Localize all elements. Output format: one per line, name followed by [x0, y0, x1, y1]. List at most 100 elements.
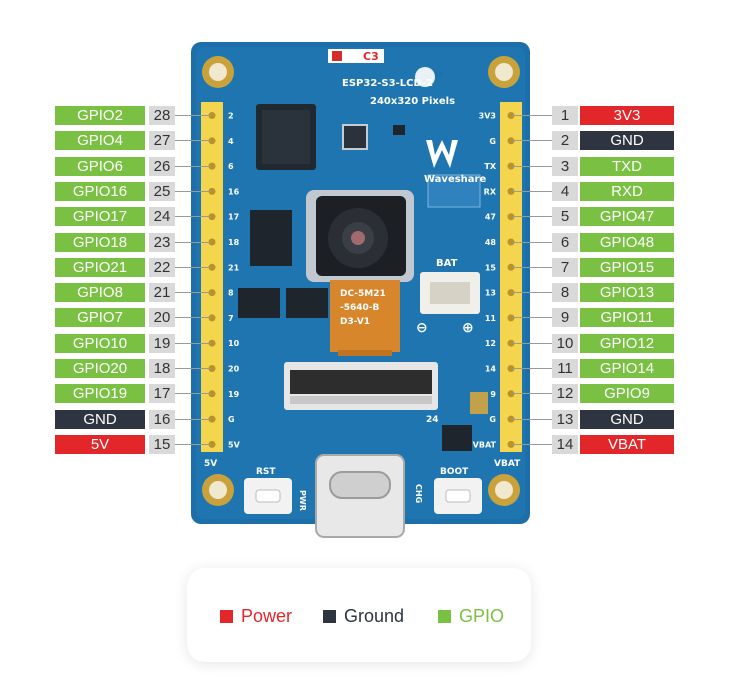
header-pin	[507, 213, 515, 221]
legend: Power Ground GPIO	[187, 568, 531, 662]
right-pin-leader-line	[512, 393, 552, 395]
header-pin	[208, 238, 216, 246]
left-pin-number: 20	[149, 308, 175, 328]
header-pin	[507, 112, 515, 119]
left-pin-label: GPIO18	[55, 232, 145, 252]
left-pin-label: GPIO16	[55, 181, 145, 201]
right-pin-label: GND	[580, 131, 674, 151]
mounting-hole-tl	[202, 56, 234, 88]
camera-label-line: D3-V1	[340, 317, 370, 327]
header-pin	[507, 289, 515, 297]
legend-power-label: Power	[241, 606, 293, 626]
regulator-2	[286, 288, 328, 318]
right-pin-number: 3	[552, 156, 578, 176]
right-silk-pin-name: 48	[485, 238, 497, 247]
camera-flex-cable	[330, 280, 400, 352]
left-pin-label: GPIO19	[55, 384, 145, 404]
left-silk-pin-name: 21	[228, 263, 240, 272]
right-pin-label: VBAT	[580, 434, 674, 454]
right-pin-leader-line	[512, 115, 552, 116]
left-pin-label: GPIO7	[55, 308, 145, 328]
left-pin-label: GPIO17	[55, 207, 145, 227]
right-silk-pin-name: 13	[485, 289, 496, 298]
right-silk-pin-name: 14	[485, 365, 497, 374]
mounting-hole-tr	[488, 56, 520, 88]
legend-gpio-swatch	[438, 610, 451, 623]
header-pin	[208, 137, 216, 145]
right-pin-label: GPIO48	[580, 232, 674, 252]
board-name: ESP32-S3-LCD-2	[342, 78, 433, 89]
header-pin	[507, 365, 515, 372]
right-silk-pin-name: 9	[490, 390, 496, 399]
left-silk-pin-name: G	[228, 415, 235, 424]
rst-label: RST	[256, 467, 276, 477]
right-pin-header	[500, 102, 522, 452]
left-pin-number: 22	[149, 257, 175, 277]
header-pin	[208, 339, 216, 347]
right-pin-number: 11	[552, 359, 578, 378]
right-pin-number: 14	[552, 434, 578, 454]
left-pin-leader-line	[175, 292, 211, 294]
header-pin	[507, 440, 515, 448]
right-pin-label: GPIO47	[580, 207, 674, 227]
camera-label-line: -5640-B	[340, 303, 380, 313]
right-pin-label: TXD	[580, 156, 674, 176]
display-spec: 240x320 Pixels	[370, 96, 455, 107]
left-pin-label: GPIO2	[55, 106, 145, 125]
header-pin	[208, 112, 216, 119]
left-pin-number: 15	[149, 434, 175, 454]
right-pin-label: 3V3	[580, 106, 674, 125]
right-pin-number: 4	[552, 181, 578, 201]
left-pin-leader-line	[175, 443, 211, 445]
header-pin	[507, 187, 515, 195]
right-pin-number: 12	[552, 384, 578, 404]
vbat-label: VBAT	[494, 459, 521, 469]
left-pin-number: 18	[149, 359, 175, 378]
flash-chip	[250, 210, 292, 266]
right-pin-leader-line	[512, 317, 552, 319]
left-pin-label: GPIO10	[55, 333, 145, 353]
right-pin-label: GPIO12	[580, 333, 674, 353]
left-silk-pin-name: 7	[228, 314, 234, 323]
left-pin-label: GPIO8	[55, 283, 145, 303]
header-pin	[208, 415, 216, 423]
bat-label: BAT	[436, 258, 458, 269]
pwr-label: PWR	[298, 490, 307, 511]
cap-label: C3	[363, 50, 379, 63]
left-silk-pin-name: 5V	[228, 440, 241, 449]
left-silk-pin-name: 17	[228, 213, 239, 222]
right-silk-pin-name: 3V3	[479, 112, 496, 121]
left-pin-leader-line	[175, 368, 211, 369]
camera-label: DC-5M21-5640-BD3-V1	[340, 289, 386, 327]
right-pin-leader-line	[512, 418, 552, 420]
header-pin	[507, 263, 515, 271]
right-pin-leader-line	[512, 292, 552, 294]
left-pin-number: 16	[149, 409, 175, 429]
right-pin-number: 5	[552, 207, 578, 227]
header-pin	[507, 137, 515, 145]
header-pin	[507, 238, 515, 246]
boot-label: BOOT	[440, 467, 469, 477]
left-silk-pin-name: 16	[228, 187, 240, 196]
right-pin-leader-line	[512, 165, 552, 167]
fpc-number: 24	[426, 415, 439, 425]
right-pin-number: 9	[552, 308, 578, 328]
right-silk-pin-name: G	[489, 137, 496, 146]
left-pin-number: 23	[149, 232, 175, 252]
left-pin-number: 21	[149, 283, 175, 303]
left-silk-pin-name: 19	[228, 390, 240, 399]
right-silk-pin-name: 15	[485, 263, 497, 272]
header-pin	[208, 187, 216, 195]
right-pin-leader-line	[512, 140, 552, 142]
left-pin-number: 28	[149, 106, 175, 125]
right-pin-number: 8	[552, 283, 578, 303]
brand-name: Waveshare	[424, 174, 486, 185]
right-pin-label: GPIO15	[580, 257, 674, 277]
left-silk-pin-name: 4	[228, 137, 234, 146]
left-pin-leader-line	[175, 317, 211, 319]
left-pin-leader-line	[175, 241, 211, 243]
left-silk-pin-name: 2	[228, 112, 234, 121]
regulator-1	[238, 288, 280, 318]
bat-minus: ⊖	[416, 320, 428, 336]
